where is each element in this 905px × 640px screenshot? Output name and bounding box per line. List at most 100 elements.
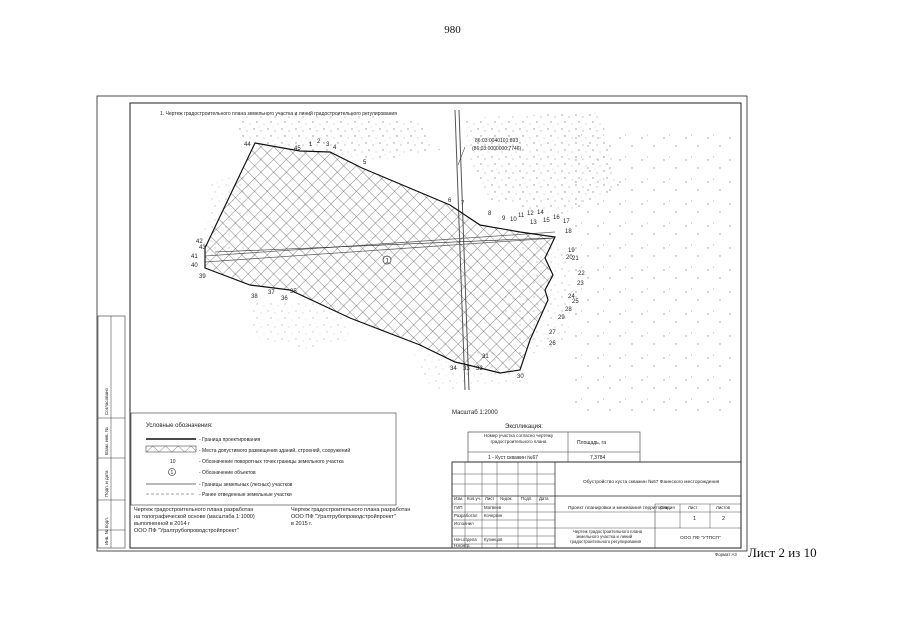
point-label: 11 bbox=[518, 213, 525, 219]
point-label: 10 bbox=[510, 217, 517, 223]
title-block-stage-header: Стадия bbox=[660, 505, 675, 510]
side-label-inventory: Инв. № подл. bbox=[104, 517, 109, 545]
svg-text:ГИП: ГИП bbox=[454, 505, 463, 510]
point-label: 43 bbox=[199, 245, 206, 251]
point-label: 25 bbox=[572, 299, 579, 305]
point-label: 30 bbox=[517, 374, 524, 380]
svg-text:Изм.: Изм. bbox=[454, 496, 463, 501]
point-label: 26 bbox=[549, 341, 556, 347]
explication-cell-name: 1 - Куст скважин №67 bbox=[488, 455, 538, 461]
point-label: 37 bbox=[268, 290, 275, 296]
title-block-sheet-value: 1 bbox=[693, 516, 696, 522]
svg-text:Н.контр.: Н.контр. bbox=[454, 543, 471, 548]
point-label: 41 bbox=[191, 254, 198, 260]
point-label: 14 bbox=[537, 210, 544, 216]
svg-text:выполненной в 2014 г: выполненной в 2014 г bbox=[134, 520, 190, 527]
point-label: 4 bbox=[333, 145, 337, 151]
title-block-org: ООО ПФ "УТПСП" bbox=[680, 535, 721, 541]
point-label: 13 bbox=[530, 220, 537, 226]
legend-title: Условные обозначения: bbox=[146, 423, 213, 429]
svg-text:ООО ПФ "Уралтрубопроводстройпр: ООО ПФ "Уралтрубопроводстройпроект" bbox=[134, 527, 239, 534]
legend: Условные обозначения: - Граница проектир… bbox=[130, 412, 397, 506]
legend-symbol: 10 bbox=[170, 459, 176, 465]
point-label: 22 bbox=[578, 271, 585, 277]
svg-text:Исполнил: Исполнил bbox=[454, 521, 474, 526]
point-label: 34 bbox=[450, 366, 457, 372]
svg-text:Разработал: Разработал bbox=[454, 513, 478, 518]
legend-item: - Места допустимого размещения зданий, с… bbox=[199, 447, 350, 454]
title-block-sheet-title: Чертеж градостроительного плана bbox=[573, 529, 643, 534]
title-block-sheet-header: Лист bbox=[688, 505, 697, 510]
title-block-sheets-header: Листов bbox=[716, 505, 731, 510]
legend-symbol: 1 bbox=[171, 470, 174, 476]
title-block-sheet-title: градостроительного регулирования bbox=[570, 539, 642, 544]
point-label: 38 bbox=[251, 294, 258, 300]
svg-text:Кузнецов: Кузнецов bbox=[484, 537, 503, 542]
point-label: 1 bbox=[309, 142, 313, 148]
point-label: 2 bbox=[317, 139, 321, 145]
notes-right: Чертеж градостроительного плана разработ… bbox=[291, 507, 410, 527]
object-marker: 1 bbox=[382, 255, 392, 265]
point-label: 18 bbox=[565, 229, 572, 235]
point-label: 32 bbox=[476, 366, 483, 372]
title-block-text: Изм. Кол.уч. Лист №док. Подп. Дата ГИП Р… bbox=[454, 478, 737, 557]
side-stamp-column: Согласовано Взам. инв. № Подп. и дата Ин… bbox=[97, 315, 126, 549]
title-block-sheet-title: земельного участка и линий bbox=[576, 534, 633, 539]
point-label: 12 bbox=[527, 211, 534, 217]
explication-table: Экспликация: Номер участка согласно черт… bbox=[467, 424, 641, 463]
title-block-object: Обустройство куста скважин №67 Фаинского… bbox=[583, 478, 720, 485]
point-label: 36 bbox=[281, 296, 288, 302]
scale-label: Масштаб 1:2000 bbox=[452, 410, 498, 416]
svg-text:Кочергин: Кочергин bbox=[484, 513, 503, 518]
point-label: 19 bbox=[568, 248, 575, 254]
point-label: 8 bbox=[488, 211, 492, 217]
explication-header-area: Площадь, га bbox=[577, 440, 606, 446]
point-label: 3 bbox=[326, 142, 330, 148]
point-label: 24 bbox=[568, 294, 575, 300]
title-block bbox=[451, 461, 742, 549]
svg-text:в 2015 г.: в 2015 г. bbox=[291, 521, 313, 527]
turning-points: 44 45 1 2 3 4 5 6 7 8 9 10 11 12 13 14 1… bbox=[191, 139, 585, 380]
legend-item: - Обозначение поворотных точек границы з… bbox=[199, 459, 344, 465]
cadastral-number: 86:03:0040101:893 bbox=[475, 138, 518, 144]
point-label: 31 bbox=[482, 354, 489, 360]
svg-text:1: 1 bbox=[386, 259, 390, 265]
side-label-agreed: Согласовано bbox=[104, 387, 109, 415]
outer-frame bbox=[96, 95, 748, 552]
placement-boundary bbox=[214, 237, 551, 253]
point-label: 17 bbox=[563, 219, 570, 225]
svg-text:ООО ПФ "Уралтрубопроводстройпр: ООО ПФ "Уралтрубопроводстройпроект" bbox=[291, 513, 396, 520]
title-block-document: Проект планировки и межевания территории bbox=[568, 505, 669, 511]
svg-text:Чертеж градостроительного план: Чертеж градостроительного плана разработ… bbox=[291, 507, 410, 513]
sheet-footer: Лист 2 из 10 bbox=[748, 545, 817, 560]
svg-text:Матвеев: Матвеев bbox=[484, 505, 502, 510]
point-label: 9 bbox=[502, 216, 506, 222]
explication-cell-area: 7,3784 bbox=[590, 455, 606, 461]
svg-text:Чертеж градостроительного план: Чертеж градостроительного плана разработ… bbox=[134, 507, 253, 513]
legend-item: - Обозначение объектов bbox=[199, 470, 256, 476]
side-label-replaced: Взам. инв. № bbox=[104, 427, 109, 455]
point-label: 21 bbox=[572, 256, 579, 262]
point-label: 33 bbox=[463, 366, 470, 372]
point-label: 42 bbox=[196, 239, 203, 245]
point-label: 44 bbox=[244, 142, 251, 148]
title-block-format: Формат А3 bbox=[715, 552, 737, 557]
title-block-sheets-value: 2 bbox=[722, 516, 725, 522]
svg-text:Дата: Дата bbox=[539, 496, 549, 501]
point-label: 6 bbox=[448, 198, 452, 204]
point-label: 7 bbox=[461, 201, 465, 207]
legend-item: - Границы земельных (лесных) участков bbox=[199, 482, 293, 488]
point-label: 27 bbox=[549, 330, 556, 336]
point-label: 28 bbox=[565, 307, 572, 313]
svg-text:Лист: Лист bbox=[485, 496, 494, 501]
drawing-title: 1. Чертеж градостроительного плана земел… bbox=[160, 110, 397, 117]
page-number: 980 bbox=[444, 24, 461, 36]
notes-left: Чертеж градостроительного плана разработ… bbox=[134, 507, 255, 534]
svg-text:Кол.уч.: Кол.уч. bbox=[467, 496, 481, 501]
point-label: 39 bbox=[199, 274, 206, 280]
cadastral-number-old: (86:03:0000000:7746) bbox=[472, 146, 522, 152]
land-plot-area bbox=[204, 142, 556, 374]
legend-item: - Граница проектирования bbox=[199, 437, 261, 443]
point-label: 35 bbox=[290, 289, 297, 295]
